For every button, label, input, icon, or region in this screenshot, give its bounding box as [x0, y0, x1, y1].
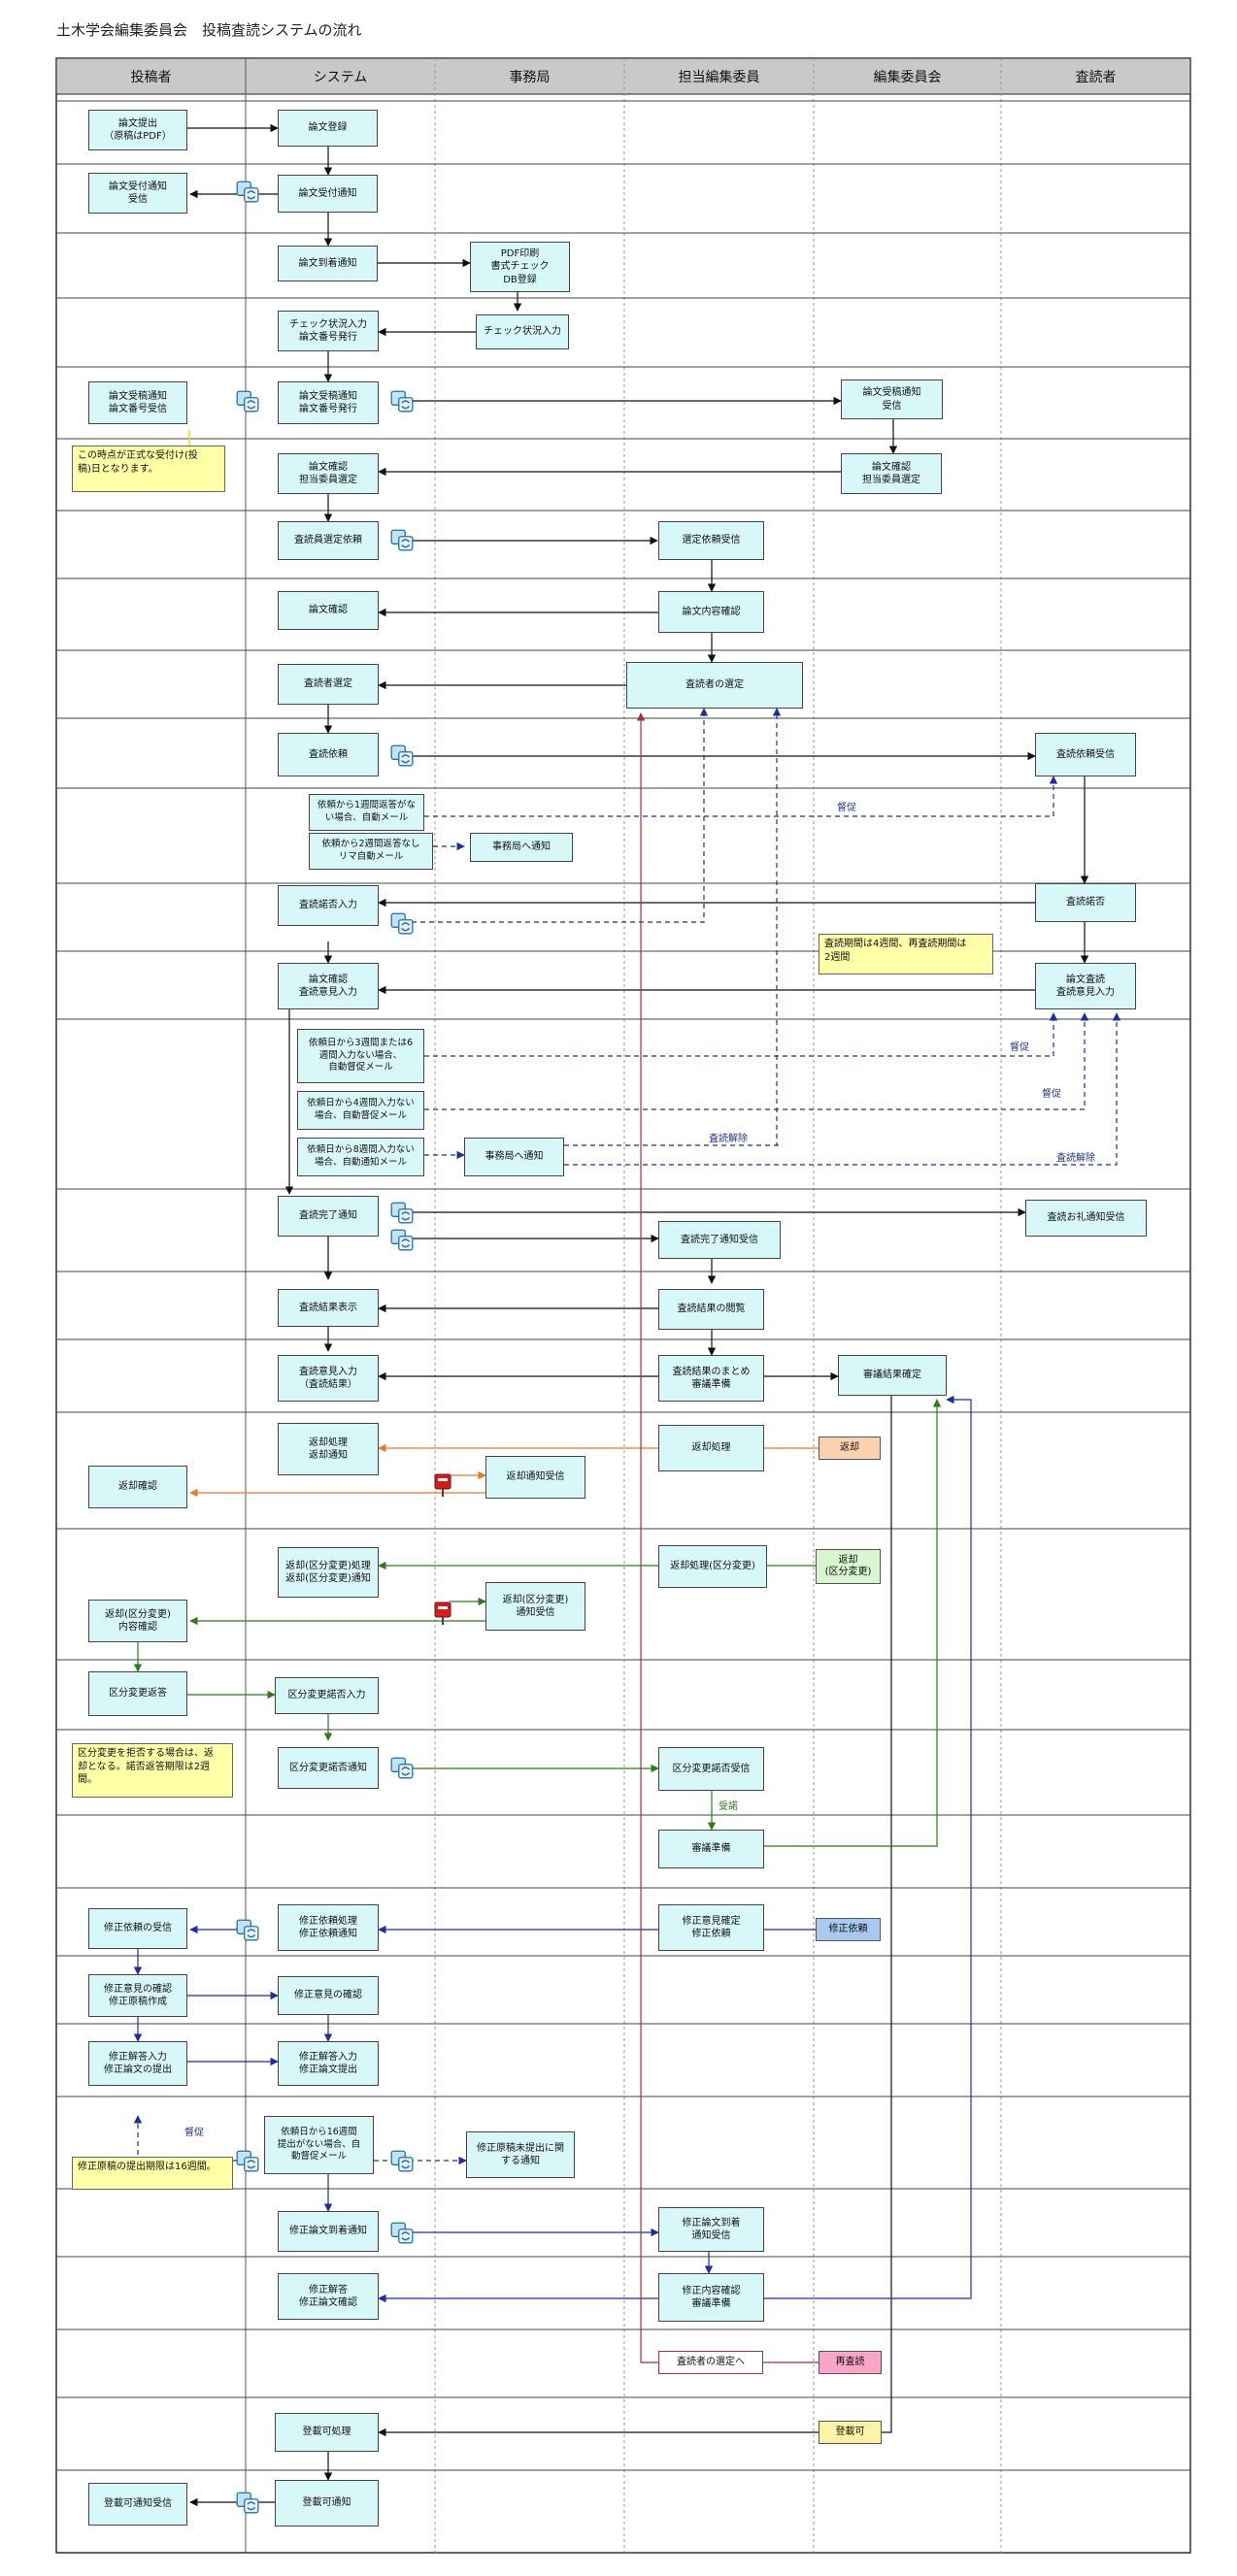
process-box: 査読依頼 — [278, 733, 379, 776]
process-box: 依頼日から8週間入力ない 場合、自動通知メール — [297, 1138, 424, 1176]
process-box: 論文確認 担当委員選定 — [841, 453, 942, 494]
to-reviewer-selection-tag: 査読者の選定へ — [658, 2351, 763, 2374]
process-box: チェック状況入力 — [476, 314, 569, 349]
accept-label: 受諾 — [719, 1801, 738, 1812]
process-box: 返却処理(区分変更) — [658, 1545, 767, 1588]
process-box: 査読結果の閲覧 — [658, 1289, 764, 1330]
process-box: 査読員選定依頼 — [278, 521, 379, 560]
process-box: 修正論文到着 通知受信 — [658, 2207, 764, 2252]
note-callout: 査読期間は4週間、再査読期間は 2週間 — [819, 934, 993, 974]
return-tag: 返却 — [819, 1437, 881, 1460]
process-box: 修正意見の確認 修正原稿作成 — [88, 1974, 187, 2017]
process-box: 登載可処理 — [275, 2413, 379, 2452]
note-callout: 区分変更を拒否する場合は、返 却となる。諾否返答期限は2週 間。 — [72, 1743, 233, 1798]
process-box: 論文到着通知 — [278, 246, 378, 281]
process-box: 査読依頼受信 — [1035, 733, 1136, 776]
process-box: 査読結果表示 — [278, 1289, 379, 1327]
process-box: 返却(区分変更) 内容確認 — [88, 1600, 187, 1642]
process-box: 論文受付通知 — [278, 175, 378, 213]
process-box: 査読完了通知 — [278, 1196, 379, 1237]
process-box: 区分変更諾否受信 — [658, 1747, 764, 1791]
process-box: 事務局へ通知 — [470, 833, 573, 862]
process-box: 論文確認 — [278, 591, 379, 630]
process-box: 返却(区分変更) 通知受信 — [485, 1582, 585, 1631]
process-box: 査読お礼通知受信 — [1025, 1200, 1147, 1237]
process-box: 修正意見確定 修正依頼 — [658, 1904, 764, 1951]
lane-header-editor: 担当編集委員 — [678, 69, 760, 85]
process-box: 修正原稿未提出に関 する通知 — [466, 2131, 575, 2178]
process-box: 依頼から1週間返答がな い場合、自動メール — [309, 794, 424, 831]
process-box: 修正依頼の受信 — [88, 1908, 187, 1949]
acceptance-tag: 登載可 — [819, 2421, 882, 2444]
process-box: 論文確認 担当委員選定 — [278, 453, 379, 494]
process-box: 論文受稿通知 受信 — [841, 380, 943, 419]
process-box: 査読者選定 — [278, 664, 379, 705]
note-callout: この時点が正式な受付け(投 稿)日となります。 — [72, 446, 225, 492]
lane-header-author: 投稿者 — [130, 69, 172, 85]
process-box: 審議準備 — [658, 1830, 764, 1868]
process-box: 修正解答 修正論文確認 — [278, 2273, 379, 2320]
process-box: 事務局へ通知 — [464, 1138, 564, 1176]
reminder-label: 督促 — [837, 803, 856, 813]
process-box: 修正意見の確認 — [278, 1976, 379, 2015]
lane-header-system: システム — [313, 69, 368, 85]
process-box: 論文受稿通知 論文番号受信 — [88, 381, 187, 424]
process-box: 修正解答入力 修正論文の提出 — [88, 2041, 187, 2086]
process-box: 査読諾否 — [1035, 883, 1136, 922]
re-review-tag: 再査読 — [819, 2351, 882, 2374]
process-box: 審議結果確定 — [838, 1355, 947, 1396]
process-box: 依頼日から3週間または6 週間入力ない場合、 自動督促メール — [297, 1029, 424, 1083]
process-box: 返却確認 — [88, 1466, 187, 1508]
process-box: 修正論文到着通知 — [278, 2211, 379, 2252]
process-box: 返却処理 返却通知 — [278, 1423, 379, 1475]
process-box: 論文提出 （原稿はPDF） — [88, 110, 187, 150]
process-box: 依頼日から4週間入力ない 場合、自動督促メール — [297, 1091, 424, 1130]
process-box: 論文受稿通知 論文番号発行 — [278, 381, 379, 424]
process-box: PDF印刷 書式チェック DB登録 — [470, 242, 570, 292]
process-box: 査読諾否入力 — [278, 885, 379, 926]
reminder-label: 督促 — [1042, 1089, 1061, 1100]
process-box: 論文登録 — [278, 110, 378, 147]
process-box: 返却通知受信 — [485, 1456, 585, 1499]
process-box: 論文内容確認 — [658, 591, 764, 633]
reminder-label: 督促 — [184, 2128, 204, 2138]
process-box: 論文査読 査読意見入力 — [1035, 963, 1136, 1009]
review-cancel-label: 査読解除 — [1056, 1153, 1095, 1164]
page-title: 土木学会編集委員会 投稿査読システムの流れ — [56, 21, 362, 39]
process-box: 返却処理 — [658, 1425, 764, 1471]
process-box: 登載可通知 — [275, 2480, 379, 2526]
lane-header-reviewer: 査読者 — [1075, 69, 1117, 85]
process-box: チェック状況入力 論文番号発行 — [278, 311, 379, 351]
process-box: 修正依頼処理 修正依頼通知 — [278, 1904, 379, 1951]
process-box: 論文受付通知 受信 — [88, 173, 187, 214]
process-box: 選定依頼受信 — [658, 521, 764, 560]
process-box: 依頼日から16週間 提出がない場合、自 動督促メール — [264, 2116, 374, 2174]
lane-grid — [55, 57, 1191, 2554]
process-box: 査読結果のまとめ 審議準備 — [658, 1355, 764, 1402]
process-box: 論文確認 査読意見入力 — [278, 963, 379, 1009]
process-box: 区分変更諾否入力 — [275, 1677, 379, 1714]
process-box: 査読意見入力 （査読結果） — [278, 1355, 379, 1402]
process-box: 区分変更諾否通知 — [278, 1747, 379, 1789]
process-box: 返却(区分変更)処理 返却(区分変更)通知 — [278, 1547, 379, 1598]
process-box: 査読者の選定 — [626, 662, 803, 709]
process-box: 登載可通知受信 — [88, 2483, 187, 2526]
lane-header-committee: 編集委員会 — [873, 69, 942, 85]
process-box: 区分変更返答 — [88, 1671, 187, 1716]
reminder-label: 督促 — [1010, 1042, 1029, 1053]
process-box: 修正内容確認 審議準備 — [658, 2273, 764, 2322]
category-change-tag: 返却 (区分変更) — [816, 1549, 881, 1584]
review-cancel-label: 査読解除 — [709, 1134, 748, 1144]
revision-request-tag: 修正依頼 — [816, 1918, 881, 1941]
process-box: 依頼から2週間返答なし リマ自動メール — [309, 833, 433, 870]
note-callout: 修正原稿の提出期限は16週間。 — [72, 2157, 233, 2190]
lane-header-office: 事務局 — [509, 69, 551, 85]
process-box: 査読完了通知受信 — [658, 1221, 781, 1259]
process-box: 修正解答入力 修正論文提出 — [278, 2041, 379, 2086]
